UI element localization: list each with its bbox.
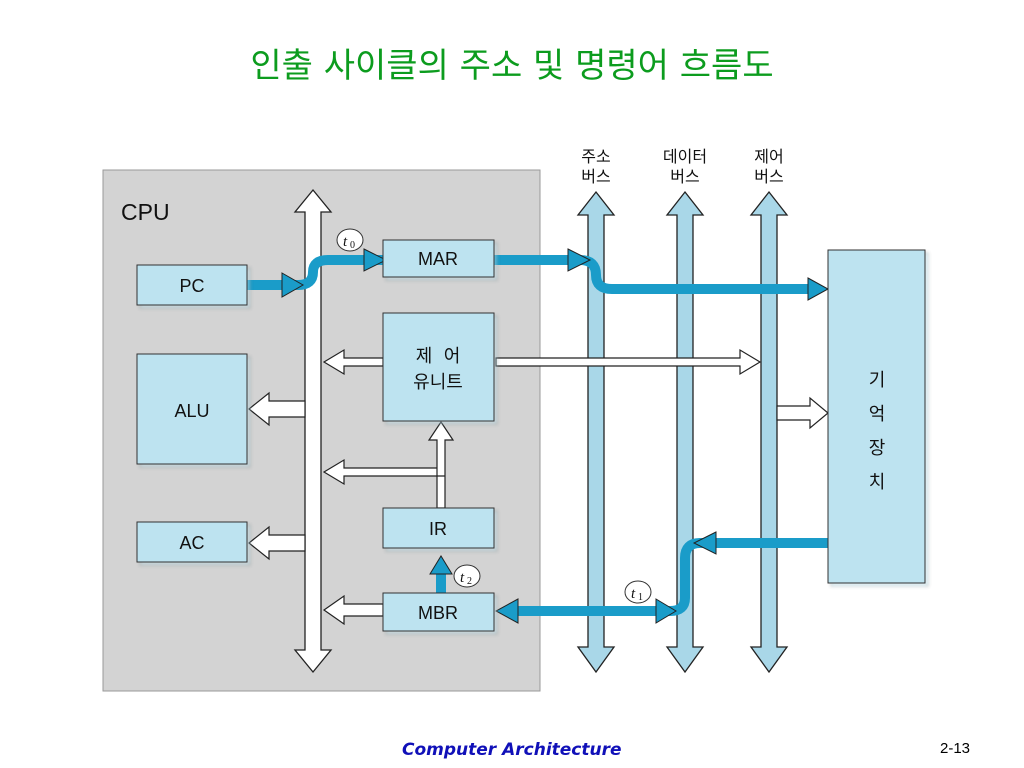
mar-register (382, 239, 495, 278)
control-unit-label-line1: 제 어 (416, 346, 461, 367)
pc-arrowhead (281, 272, 305, 298)
memory-label-2: 억 (869, 404, 886, 425)
memory-address-arrowhead (807, 277, 830, 301)
mbr-left-arrowhead (494, 598, 519, 624)
bus-to-alu-arrow (248, 391, 306, 427)
data-bus (665, 190, 705, 674)
mar-arrowhead (363, 248, 388, 272)
bus-to-ac-arrow (248, 525, 306, 561)
t0-marker: t 0 (336, 228, 364, 252)
pc-label: PC (179, 276, 204, 296)
mbr-register (382, 592, 495, 632)
t1-marker: t 1 (624, 580, 652, 604)
memory-label-3: 장 (869, 438, 886, 459)
address-bus-arrowhead (567, 248, 592, 272)
page-number: 2-13 (940, 740, 971, 757)
t0-subscript: 0 (350, 240, 355, 251)
mbr-to-bus-arrow (322, 594, 384, 626)
address-bus (576, 190, 616, 674)
ir-register (382, 507, 495, 549)
control-bus-to-memory-arrow (776, 396, 829, 430)
pc-register (136, 264, 248, 306)
alu-label: ALU (174, 401, 209, 421)
slide-title: 인출 사이클의 주소 및 명령어 흐름도 (250, 46, 774, 86)
memory-to-mbr-flow (515, 538, 828, 616)
memory-data-arrowhead (692, 531, 717, 555)
ac-label: AC (179, 533, 204, 553)
footer-course-title: Computer Architecture (402, 740, 622, 760)
alu-unit (136, 353, 248, 465)
control-unit (382, 312, 495, 422)
ir-arrowhead (429, 555, 453, 575)
internal-cpu-bus (293, 188, 333, 674)
cpu-label: CPU (121, 199, 170, 225)
memory-unit (827, 249, 926, 584)
ac-register (136, 521, 248, 563)
t1-label: t (631, 586, 636, 602)
memory-label-4: 치 (869, 472, 886, 493)
control-unit-label-line2: 유니트 (413, 372, 463, 393)
t0-label: t (343, 234, 348, 250)
memory-label-1: 기 (869, 370, 886, 391)
control-bus (749, 190, 789, 674)
mar-label: MAR (418, 249, 458, 269)
t2-marker: t 2 (453, 564, 481, 588)
t2-subscript: 2 (467, 576, 472, 587)
address-bus-label-line2: 버스 (581, 167, 610, 186)
control-bus-label-line2: 버스 (754, 167, 783, 186)
ir-label: IR (429, 519, 447, 539)
t2-label: t (460, 570, 465, 586)
address-bus-label-line1: 주소 (581, 147, 610, 166)
ctrl-to-right-arrow (495, 348, 762, 376)
ctrl-to-left-arrow (322, 348, 384, 376)
pc-to-mar-flow (247, 255, 383, 290)
control-bus-label-line1: 제어 (754, 147, 783, 166)
data-bus-label-line2: 버스 (670, 167, 699, 186)
t1-subscript: 1 (638, 592, 643, 603)
data-bus-label-line1: 데이터 (663, 147, 707, 166)
mbr-right-arrowhead (655, 598, 677, 624)
mbr-label: MBR (418, 603, 458, 623)
